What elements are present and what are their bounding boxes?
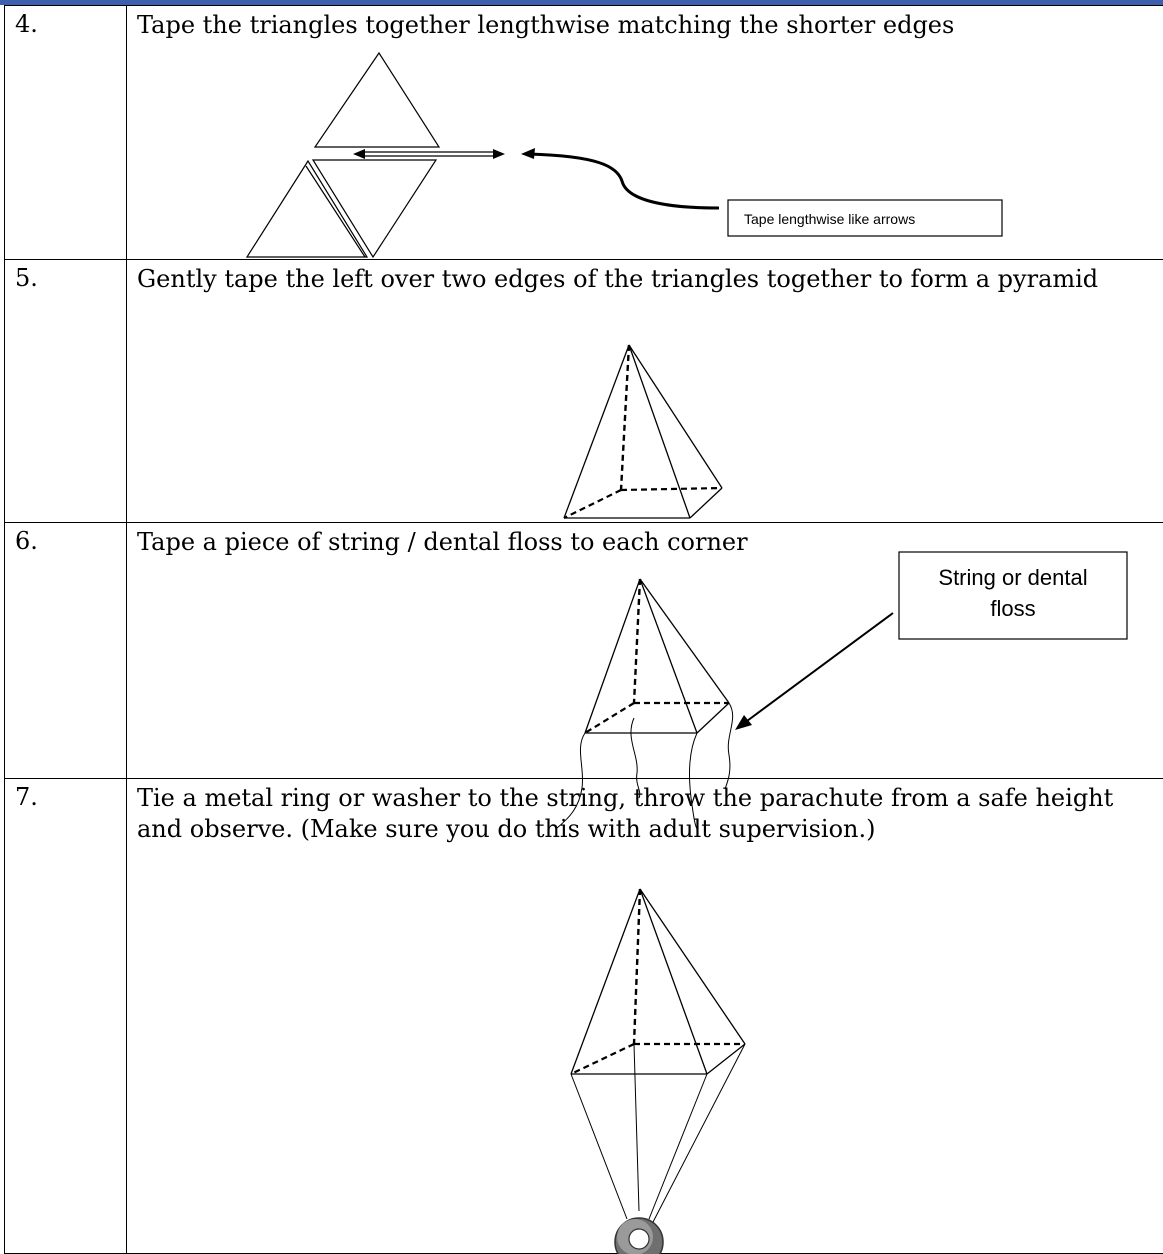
- pyramid-hidden-edge: [619, 344, 631, 491]
- base-edge: [696, 702, 730, 734]
- pyramid-edge: [639, 578, 730, 704]
- pyramid-hidden-edge: [632, 578, 642, 704]
- pointer-line: [746, 612, 894, 722]
- base-edge: [706, 1043, 746, 1075]
- bottom-right-triangle: [311, 159, 438, 259]
- string: [648, 1073, 708, 1220]
- step-number: 6.: [4, 522, 127, 779]
- string: [570, 1073, 628, 1220]
- step-instruction: Gently tape the left over two edges of t…: [137, 265, 1099, 293]
- base-hidden-edge: [620, 486, 723, 492]
- washer-icon: [614, 1217, 664, 1254]
- pyramid-edge: [639, 888, 708, 1075]
- pointer-arrowhead: [735, 715, 752, 730]
- step-row-7: 7. Tie a metal ring or washer to the str…: [4, 778, 1163, 1254]
- base-hidden-edge: [584, 702, 635, 734]
- step-row-4: 4. Tape the triangles together lengthwis…: [4, 5, 1163, 260]
- bottom-right-triangle-inner-edge: [305, 165, 366, 258]
- base-edge: [689, 487, 723, 519]
- step-number: 7.: [4, 778, 127, 1254]
- step-content: Gently tape the left over two edges of t…: [126, 259, 1163, 523]
- step-content: Tape a piece of string / dental floss to…: [126, 522, 1163, 830]
- pyramid-edge: [628, 344, 723, 489]
- pyramid-edge: [584, 578, 641, 734]
- bottom-left-triangle: [245, 159, 369, 258]
- step-number: 5.: [4, 259, 127, 523]
- string: [724, 702, 734, 790]
- callout-text-line2: floss: [990, 596, 1035, 621]
- pyramid-edge: [563, 344, 630, 519]
- step-row-5: 5. Gently tape the left over two edges o…: [4, 259, 1163, 523]
- base-hidden-edge: [563, 489, 622, 519]
- header-bar: [0, 0, 1163, 5]
- callout-text-line1: String or dental: [938, 565, 1087, 590]
- curved-pointer-line: [528, 152, 720, 210]
- pyramid-edge: [639, 578, 698, 734]
- steps-table: 4. Tape the triangles together lengthwis…: [4, 5, 1163, 1254]
- parachute-with-washer-diagram: [570, 888, 746, 1254]
- step-instruction: Tape the triangles together lengthwise m…: [137, 11, 955, 39]
- pyramid-hidden-edge: [632, 888, 642, 1045]
- pyramid-with-strings-diagram: String or dental floss: [556, 551, 1128, 830]
- pyramid-edge: [639, 888, 746, 1045]
- step-instruction-line1: Tie a metal ring or washer to the string…: [137, 784, 1114, 812]
- callout-box: [898, 551, 1128, 640]
- pyramid-diagram: [563, 344, 723, 519]
- step-instruction-line2: and observe. (Make sure you do this with…: [137, 815, 876, 843]
- string: [633, 1043, 640, 1212]
- step-row-6: 6. Tape a piece of string / dental floss…: [4, 522, 1163, 830]
- step-number: 4.: [4, 5, 127, 260]
- step-content: Tie a metal ring or washer to the string…: [126, 778, 1163, 1254]
- curved-pointer-arrowhead: [521, 148, 535, 159]
- arrow-head-left: [353, 149, 365, 159]
- pyramid-edge: [570, 888, 641, 1075]
- taped-triangles-diagram: Tape lengthwise like arrows: [245, 51, 1003, 259]
- string: [651, 1043, 746, 1225]
- step-content: Tape the triangles together lengthwise m…: [126, 5, 1163, 260]
- step-instruction: Tape a piece of string / dental floss to…: [137, 528, 748, 556]
- callout-box: [727, 199, 1003, 237]
- callout-text: Tape lengthwise like arrows: [744, 211, 915, 227]
- top-triangle: [313, 51, 441, 148]
- pyramid-edge: [628, 344, 691, 519]
- arrow-head-right: [493, 149, 505, 159]
- base-hidden-edge: [570, 1043, 635, 1075]
